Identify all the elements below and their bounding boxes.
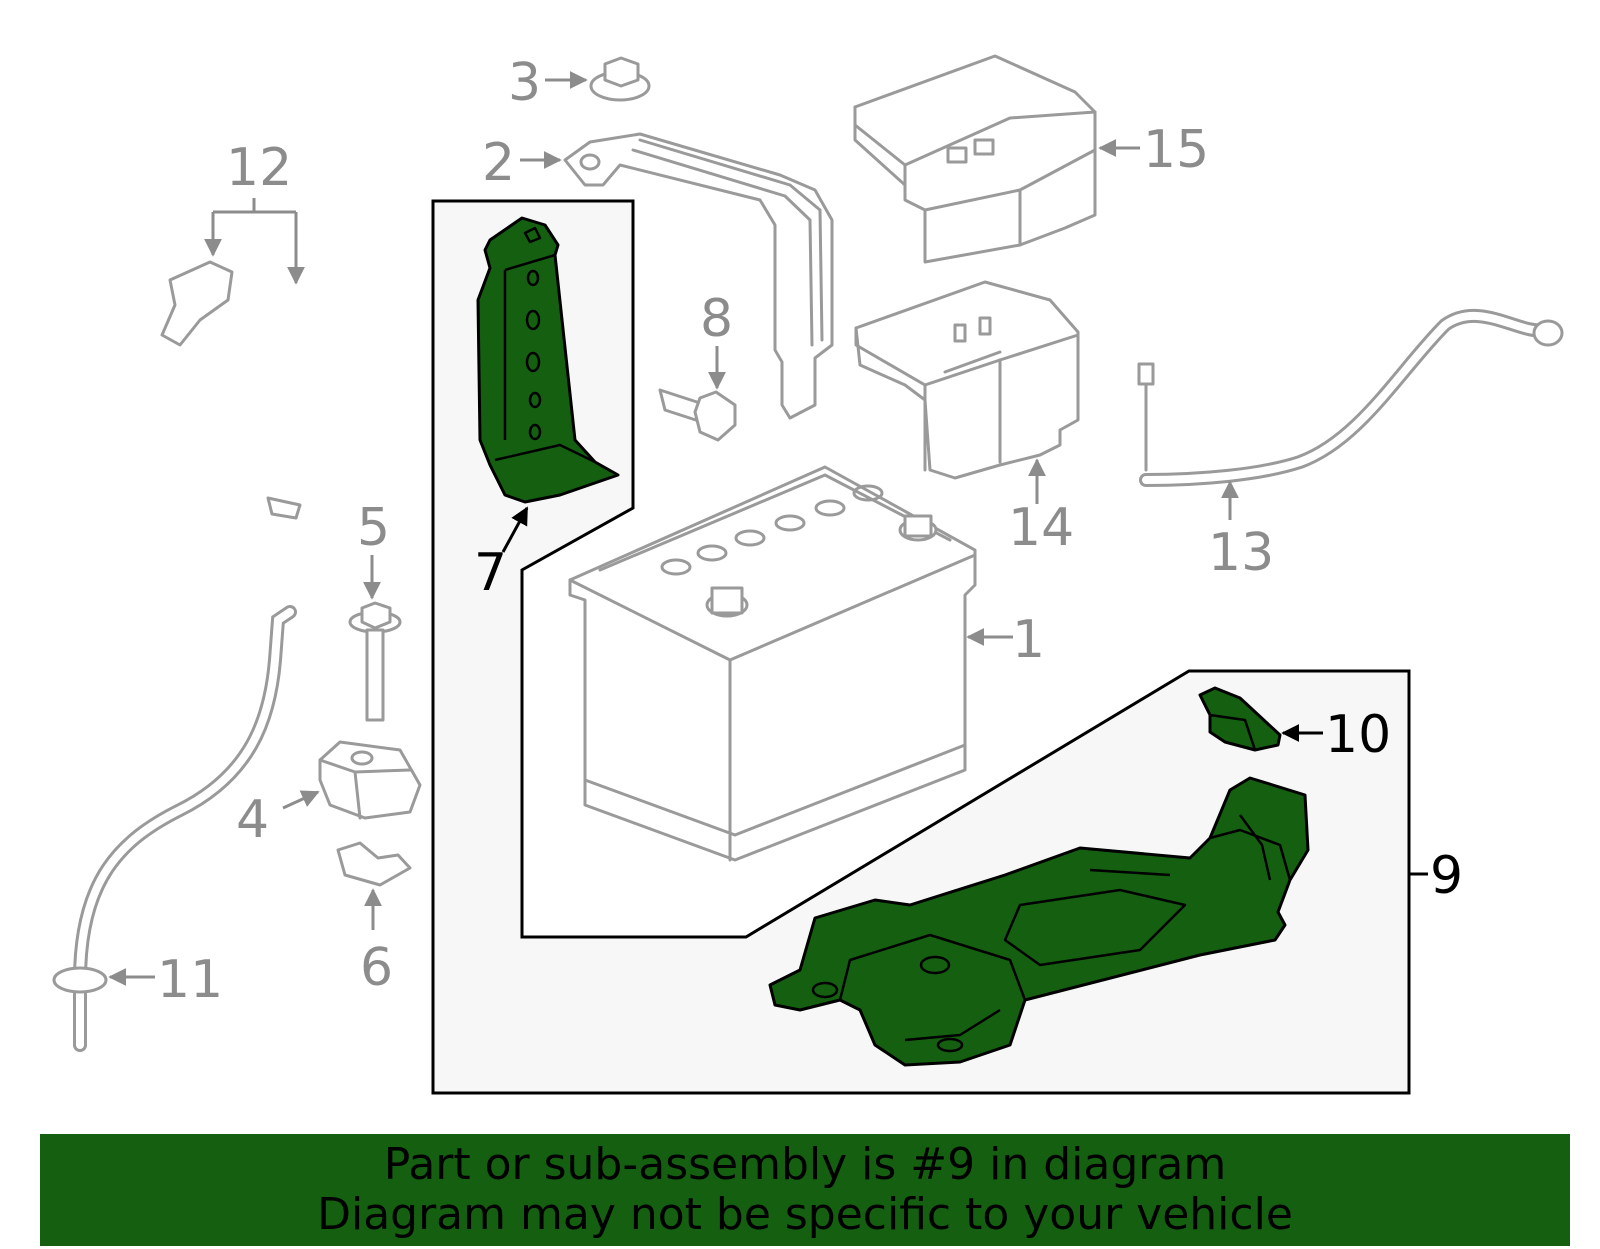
clip-part xyxy=(336,841,412,887)
info-banner: Part or sub-assembly is #9 in diagram Di… xyxy=(40,1134,1570,1246)
callout-4: 4 xyxy=(236,790,269,850)
banner-line-2: Diagram may not be specific to your vehi… xyxy=(317,1189,1293,1240)
callout-9: 9 xyxy=(1430,846,1463,906)
callout-14: 14 xyxy=(1008,498,1074,558)
callout-8: 8 xyxy=(700,289,733,349)
vent-tube-part xyxy=(52,605,297,1052)
nut-part xyxy=(589,56,651,102)
fuse-box-part xyxy=(854,280,1080,480)
callout-10: 10 xyxy=(1325,705,1391,765)
banner-line-1: Part or sub-assembly is #9 in diagram xyxy=(383,1139,1227,1190)
callout-3: 3 xyxy=(508,53,541,113)
battery-tray-part-9 xyxy=(768,776,1310,1067)
clip-part-10 xyxy=(1198,686,1282,752)
positive-cable-part xyxy=(160,260,414,520)
callout-13: 13 xyxy=(1208,523,1274,583)
bracket-part-7 xyxy=(476,216,620,504)
callout-2: 2 xyxy=(482,133,515,193)
bolt-part-5 xyxy=(348,601,402,722)
callout-1: 1 xyxy=(1012,610,1045,670)
callout-12: 12 xyxy=(226,138,292,198)
callout-5: 5 xyxy=(357,498,390,558)
battery-cover-part xyxy=(853,54,1097,264)
bolt-part-8 xyxy=(658,388,737,442)
hold-down-bar-part xyxy=(563,132,834,420)
callout-6: 6 xyxy=(360,938,393,998)
bracket-block-part xyxy=(318,740,422,820)
callout-11: 11 xyxy=(157,950,223,1010)
callout-15: 15 xyxy=(1143,120,1209,180)
ground-cable-part xyxy=(1137,308,1564,487)
battery-part xyxy=(568,465,977,862)
callout-7: 7 xyxy=(474,543,507,603)
